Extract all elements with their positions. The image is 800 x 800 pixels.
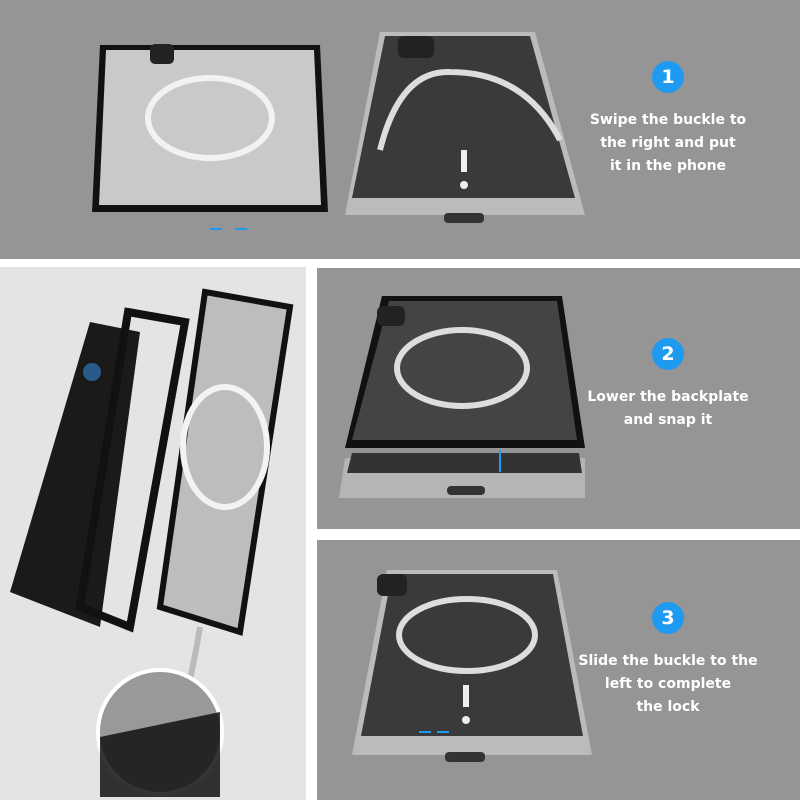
snap-backplate-illustration (339, 296, 585, 498)
instruction-line: the lock (636, 699, 700, 715)
step-2-instructions: 2 Lower the backplate and snap it (568, 338, 768, 432)
exploded-case-illustration (10, 288, 294, 797)
instruction-line: Swipe the buckle to (589, 112, 747, 128)
step-1-panel (0, 0, 800, 259)
step-3-panel (317, 540, 800, 800)
instruction-line: Lower the backplate (587, 389, 749, 405)
backplate-illustration (92, 44, 328, 230)
instruction-line: left to complete (604, 676, 732, 692)
step-3-instructions: 3 Slide the buckle to the left to comple… (568, 602, 768, 719)
exploded-view-panel (0, 267, 306, 800)
step-number-badge: 1 (652, 61, 684, 93)
phone-with-frame-illustration (345, 32, 585, 223)
step-number-badge: 2 (652, 338, 684, 370)
instruction-line: and snap it (623, 412, 713, 428)
instruction-line: Slide the buckle to the (578, 653, 758, 669)
step-number-badge: 3 (652, 602, 684, 634)
instruction-line: the right and put (600, 135, 736, 151)
step-1-instructions: 1 Swipe the buckle to the right and put … (568, 61, 768, 178)
instruction-line: it in the phone (609, 158, 727, 174)
step-2-panel (317, 268, 800, 529)
locked-case-illustration (352, 570, 592, 762)
